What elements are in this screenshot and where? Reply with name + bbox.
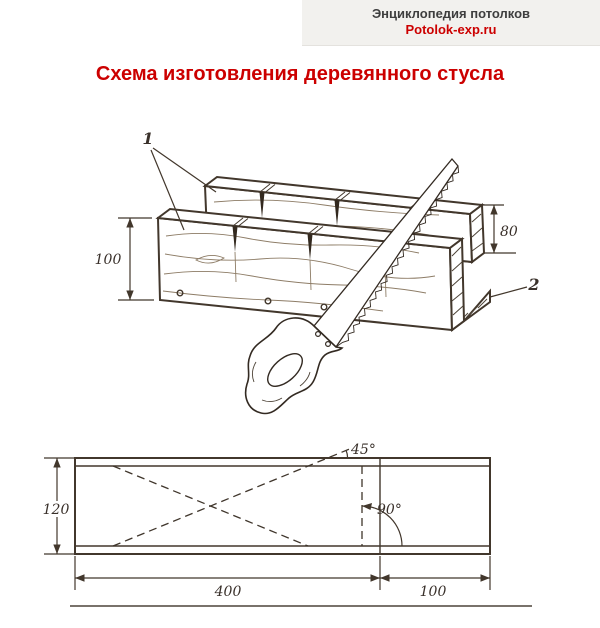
square-angle-value: 90° [377, 502, 402, 518]
plan-length-value: 400 [214, 584, 242, 600]
technical-drawing: 1 2 100 80 [42, 129, 540, 607]
miter-box-drawing: 1 2 100 80 [0, 104, 600, 628]
saw-handle [244, 317, 344, 415]
miter-angle-value: 45° [350, 442, 376, 458]
dimension-plan-width: 120 [42, 457, 75, 555]
dimension-front-height: 100 [95, 217, 154, 301]
part-1-number: 1 [142, 129, 153, 148]
part-label-1: 1 [142, 129, 217, 231]
dimension-plan-length: 400 100 [74, 556, 491, 600]
part-label-2: 2 [489, 275, 540, 298]
site-url-link[interactable]: Potolok-exp.ru [405, 22, 497, 37]
page-title: Схема изготовления деревянного стусла [95, 63, 505, 86]
front-wall-end-grain [448, 237, 466, 332]
back-height-value: 80 [500, 224, 518, 240]
miter-box-3d [155, 175, 491, 332]
plan-end-value: 100 [420, 584, 447, 600]
front-height-value: 100 [95, 252, 122, 268]
site-header: Энциклопедия потолков Potolok-exp.ru [302, 0, 600, 46]
back-wall-end-grain [468, 203, 486, 264]
part-2-number: 2 [527, 275, 539, 294]
plan-view: 45° 90° 120 400 [42, 442, 532, 607]
site-name: Энциклопедия потолков [371, 6, 531, 21]
plan-width-value: 120 [43, 502, 70, 518]
dimension-back-height: 80 [482, 204, 518, 254]
hand-saw [244, 157, 460, 415]
